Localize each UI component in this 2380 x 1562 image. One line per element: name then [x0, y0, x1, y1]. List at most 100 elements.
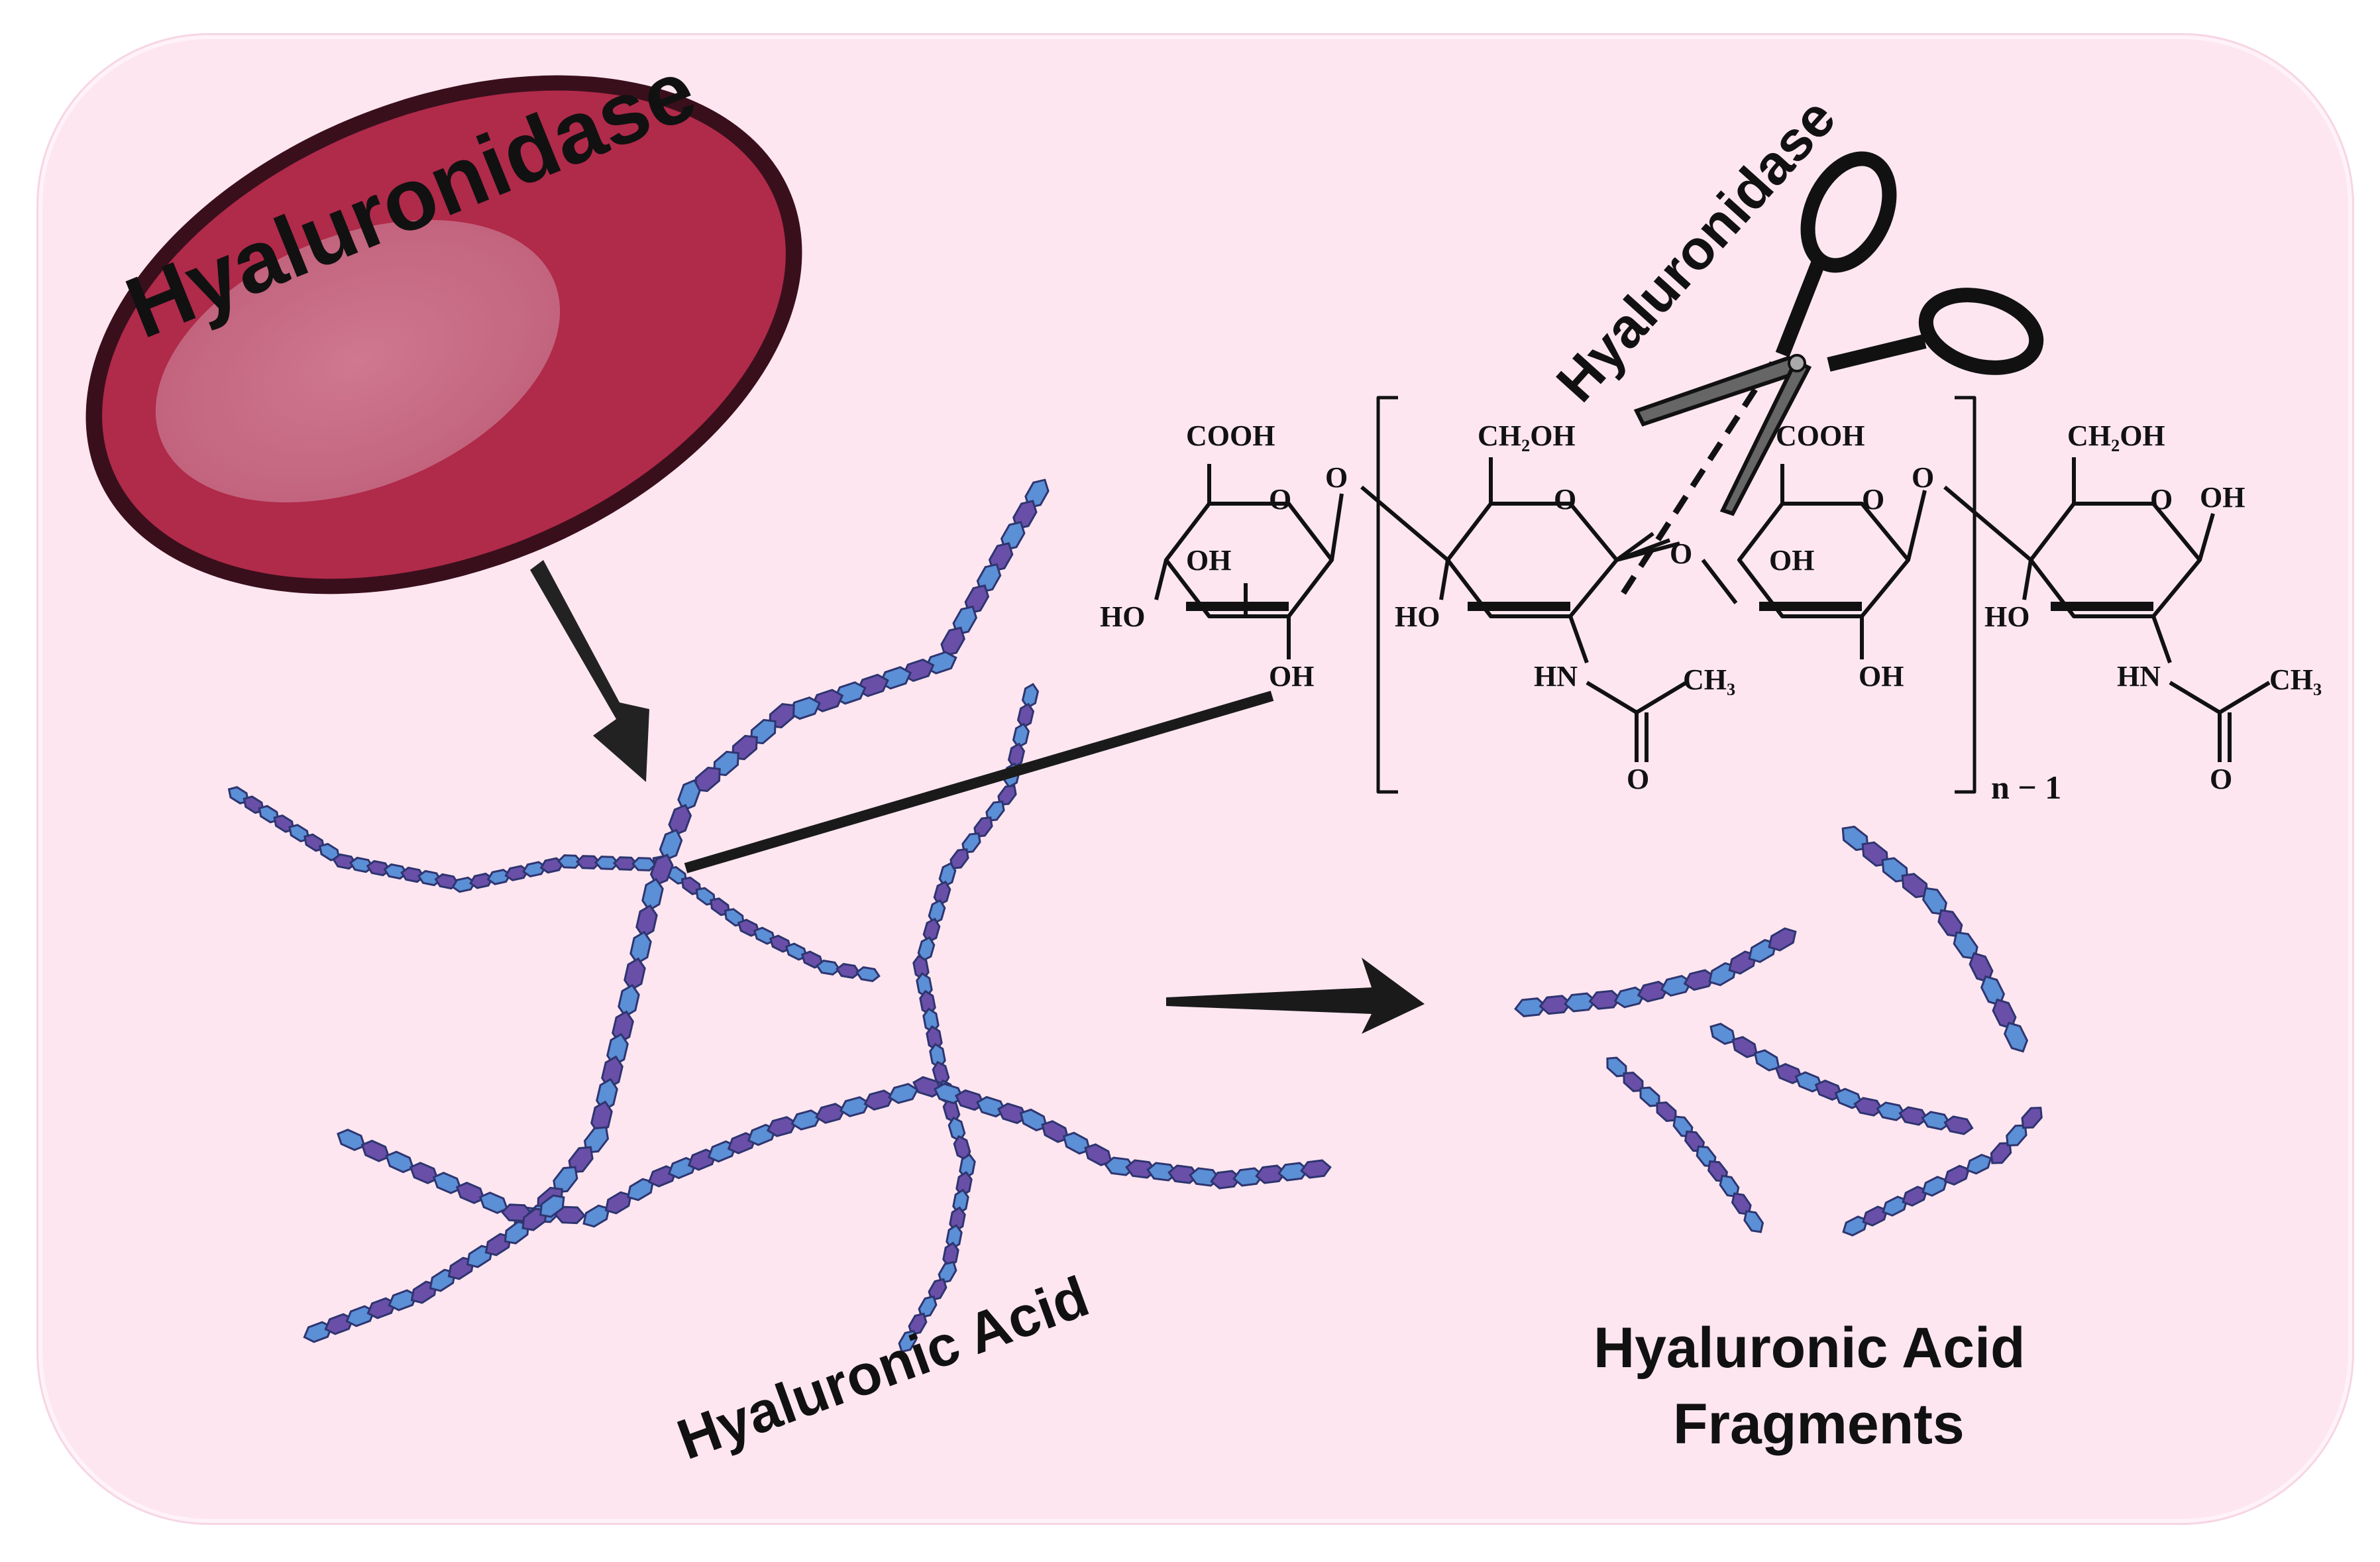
chain-bead [590, 1100, 613, 1135]
chain-bead [649, 854, 674, 886]
product-label-line2: Fragments [1673, 1392, 1965, 1456]
chain-bead [434, 873, 460, 890]
chain-bead [1876, 1101, 1906, 1121]
chain-bead [583, 1126, 610, 1154]
chain-bead [1768, 927, 1797, 952]
ch2oh-label-2: CH₂OH [2067, 419, 2165, 452]
link-oxygen-2: O [1670, 537, 1692, 570]
chain-bead [366, 860, 392, 877]
chain-bead [1613, 986, 1647, 1009]
ch3-label-1: CH₃ [1683, 663, 1735, 696]
chain-bead [366, 1297, 397, 1319]
chain-bead [1901, 873, 1929, 899]
chain-bead [1753, 1049, 1780, 1072]
chain-bead [1937, 909, 1963, 938]
fragment-4 [1606, 1056, 1764, 1233]
chain-bead [1882, 1196, 1908, 1217]
chain-bead [1921, 1176, 1948, 1197]
chain-bead [839, 1096, 871, 1117]
chain-thick-2 [337, 1076, 1332, 1228]
chain-thick-1 [514, 478, 1050, 1233]
chain-bead [1731, 1192, 1752, 1215]
chain-bead [863, 1089, 894, 1111]
chain-bead [997, 784, 1017, 807]
chain-bead [946, 1223, 963, 1251]
chain-bead [961, 832, 981, 854]
reaction-arrow [1166, 958, 1425, 1034]
chain-bead [627, 1178, 655, 1201]
chem-labels: COOH O O OH HO OH CH₂OH O HO HN CH₃ O O … [1100, 419, 2322, 806]
hn-label-1: HN [1534, 660, 1578, 693]
chain-bead [1564, 992, 1597, 1013]
chain-bead [623, 957, 646, 991]
chain-bead [1898, 1106, 1929, 1126]
chain-bead [916, 972, 933, 999]
chain-bead [1853, 1097, 1884, 1117]
chain-bead [1774, 1062, 1804, 1085]
chain-bead [1021, 683, 1040, 709]
fragment-5 [1842, 1107, 2043, 1237]
chain-bead [973, 816, 993, 838]
chain-bead [753, 926, 777, 945]
scissors-icon [1633, 151, 2044, 516]
enzyme-arrow [530, 560, 649, 782]
chain-bead [1660, 975, 1693, 997]
chain-bead [834, 681, 867, 705]
oh-label-3: OH [1769, 544, 1814, 577]
carbonyl-oxygen-2: O [2210, 763, 2232, 795]
chain-bead [997, 1102, 1028, 1125]
enzyme-ellipse [85, 75, 802, 594]
chain-bead [324, 1313, 354, 1335]
ho-label-1: HO [1100, 600, 1145, 633]
chain-thick-3 [303, 1194, 565, 1343]
chain-bead [417, 869, 443, 887]
chain-bead [539, 857, 565, 874]
chain-bead [953, 1135, 971, 1161]
chain-bead [659, 828, 683, 862]
chain-bead [486, 868, 512, 885]
chain-bead [959, 1153, 976, 1180]
chain-bead [539, 1194, 565, 1218]
chain-bead [949, 1206, 966, 1233]
link-oxygen-1: O [1325, 461, 1348, 494]
chain-bead [400, 866, 425, 883]
ring-oxygen-4: O [2150, 483, 2173, 516]
chain-bead [1992, 998, 2017, 1030]
chain-bead [912, 954, 930, 981]
chain-bead [766, 1116, 798, 1137]
chain-bead [612, 1010, 634, 1044]
chain-bead [1719, 1174, 1740, 1198]
chain-bead [601, 1055, 623, 1089]
ho-label-3: HO [1984, 600, 2029, 633]
chain-bead [1709, 1023, 1736, 1045]
chain-bead [912, 1076, 943, 1098]
chain-bead [985, 800, 1005, 822]
chain-bead [784, 942, 808, 961]
chain-bead [2021, 1107, 2043, 1129]
fragment-3 [1709, 1023, 1974, 1135]
chain-bead [1743, 1210, 1764, 1233]
chain-bead [934, 1082, 964, 1105]
chain-bead [2003, 1021, 2029, 1053]
chain-bead [952, 1188, 969, 1215]
chain-bead [976, 1095, 1006, 1118]
chain-bead [1943, 1115, 1974, 1135]
chain-bead [1007, 742, 1026, 769]
chain-bead [919, 989, 936, 1017]
chain-bead [668, 804, 692, 836]
chain-bead [618, 983, 640, 1018]
chain-bead [478, 1192, 509, 1214]
chain-bead [949, 848, 969, 870]
chain-bead [955, 1170, 973, 1198]
chain-bead [769, 934, 792, 953]
chain-bead [1902, 1186, 1928, 1207]
chain-bead [856, 673, 889, 697]
ch3-label-2: CH₃ [2269, 663, 2322, 696]
chain-thin-2 [898, 683, 1040, 1353]
chain-bead [1062, 1131, 1091, 1155]
chain-bead [1639, 1086, 1660, 1107]
chain-bead [337, 1129, 366, 1151]
chain-bead [929, 1042, 946, 1070]
chain-bead [303, 1321, 333, 1343]
